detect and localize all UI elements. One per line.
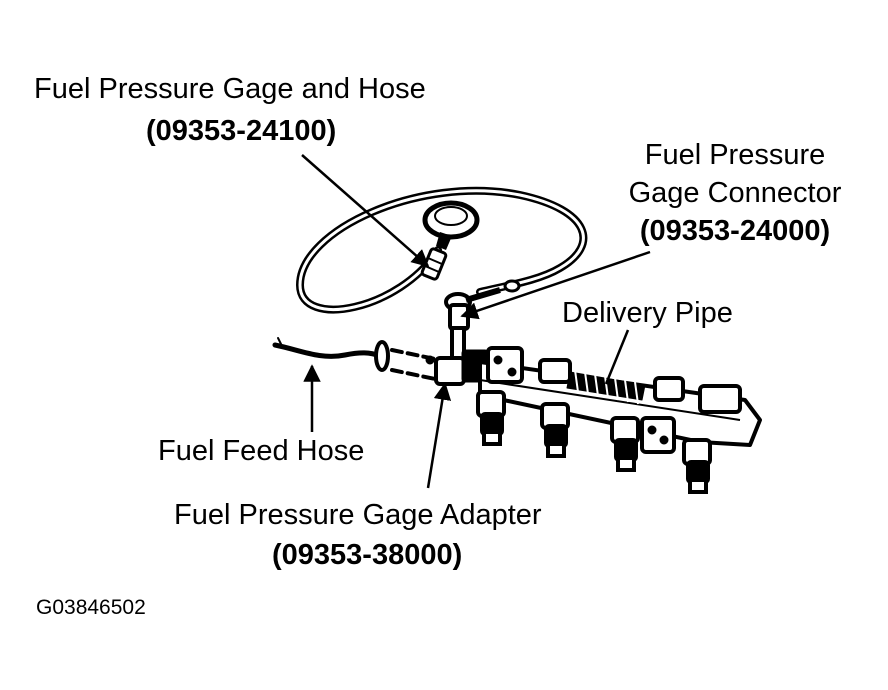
leader-gage-adapter (426, 382, 452, 489)
leader-gage-hose (301, 154, 430, 268)
injector-3 (610, 416, 640, 472)
label-gage-connector-part: (09353-24000) (639, 215, 831, 247)
leader-gage-connector (460, 250, 651, 320)
figure-id: G03846502 (36, 596, 146, 619)
leader-lines (301, 154, 651, 489)
injector-2 (540, 402, 570, 458)
injector-4 (682, 438, 712, 494)
label-delivery-pipe: Delivery Pipe (562, 297, 733, 329)
label-gage-connector-line1: Fuel Pressure (644, 139, 826, 171)
gage-hose-loop (295, 186, 588, 314)
label-gage-adapter-part: (09353-38000) (272, 539, 463, 571)
fuel-feed-hose (272, 337, 442, 382)
pressure-gage-dial (420, 200, 480, 281)
injector-1 (476, 390, 506, 446)
leader-delivery-pipe (604, 329, 630, 385)
label-fuel-feed-hose: Fuel Feed Hose (158, 435, 365, 467)
label-gage-hose-part: (09353-24100) (146, 115, 337, 147)
label-gage-connector-line2: Gage Connector (628, 177, 842, 209)
label-gage-adapter-name: Fuel Pressure Gage Adapter (174, 499, 542, 531)
delivery-pipe-rail (478, 346, 762, 454)
label-gage-hose-name: Fuel Pressure Gage and Hose (34, 73, 426, 105)
